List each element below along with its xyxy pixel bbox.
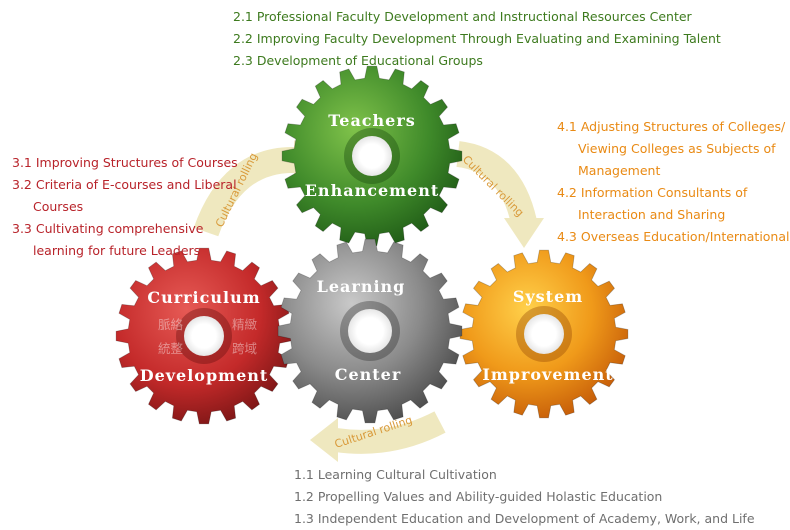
note-3-2: 3.2 Criteria of E-courses and Liberal <box>12 177 237 192</box>
note-1-3: 1.3 Independent Education and Developmen… <box>294 511 755 526</box>
gear-system-hole <box>524 314 564 354</box>
teachers-notes: 2.1 Professional Faculty Development and… <box>233 6 721 72</box>
note-3-3: 3.3 Cultivating comprehensive <box>12 221 204 236</box>
curriculum-cn-4: 跨域 <box>232 341 257 356</box>
note-3-2-cont: Courses <box>33 199 84 214</box>
curriculum-gear-label-top: Curriculum <box>147 288 260 307</box>
system-gear-label-top: System <box>513 287 583 306</box>
diagram-canvas: Cultural rolling Cultural rolling Cultur… <box>12 6 790 526</box>
system-notes: 4.1 Adjusting Structures of Colleges/ Vi… <box>557 116 790 248</box>
note-2-2: 2.2 Improving Faculty Development Throug… <box>233 31 721 46</box>
teachers-gear-label-top: Teachers <box>328 111 416 130</box>
teachers-gear-label-bottom: Enhancement <box>305 181 440 200</box>
note-3-1: 3.1 Improving Structures of Courses <box>12 155 238 170</box>
note-1-1: 1.1 Learning Cultural Cultivation <box>294 467 497 482</box>
gear-learning-hole <box>348 309 392 353</box>
note-1-2: 1.2 Propelling Values and Ability-guided… <box>294 489 663 504</box>
curriculum-cn-2: 精緻 <box>232 317 258 332</box>
gear-teachers-hole <box>352 136 392 176</box>
note-2-1: 2.1 Professional Faculty Development and… <box>233 9 692 24</box>
teachers-gear <box>281 65 463 247</box>
note-4-1-cont-b: Management <box>578 163 661 178</box>
learning-notes: 1.1 Learning Cultural Cultivation 1.2 Pr… <box>294 464 755 530</box>
learning-gear-label-top: Learning <box>317 277 406 296</box>
curriculum-gear <box>115 247 293 425</box>
note-2-3: 2.3 Development of Educational Groups <box>233 53 483 68</box>
note-4-3: 4.3 Overseas Education/International <box>557 229 790 244</box>
note-4-2-cont: Interaction and Sharing <box>578 207 726 222</box>
system-gear-label-bottom: Improvement <box>482 365 613 384</box>
note-4-1: 4.1 Adjusting Structures of Colleges/ <box>557 119 786 134</box>
note-4-1-cont-a: Viewing Colleges as Subjects of <box>578 141 776 156</box>
learning-gear-label-bottom: Center <box>335 365 402 384</box>
learning-gear <box>277 238 463 424</box>
gear-curriculum-hole <box>184 316 224 356</box>
system-gear <box>459 249 629 419</box>
cultural-rolling-arrow-right: Cultural rolling <box>455 141 544 248</box>
curriculum-notes: 3.1 Improving Structures of Courses 3.2 … <box>12 152 238 262</box>
curriculum-gear-label-bottom: Development <box>140 366 269 385</box>
curriculum-cn-3: 統整 <box>158 341 184 356</box>
gears-diagram: Cultural rolling Cultural rolling Cultur… <box>115 65 629 462</box>
note-3-3-cont: learning for future Leaders <box>33 243 201 258</box>
curriculum-cn-1: 脈絡 <box>158 317 184 332</box>
note-4-2: 4.2 Information Consultants of <box>557 185 748 200</box>
